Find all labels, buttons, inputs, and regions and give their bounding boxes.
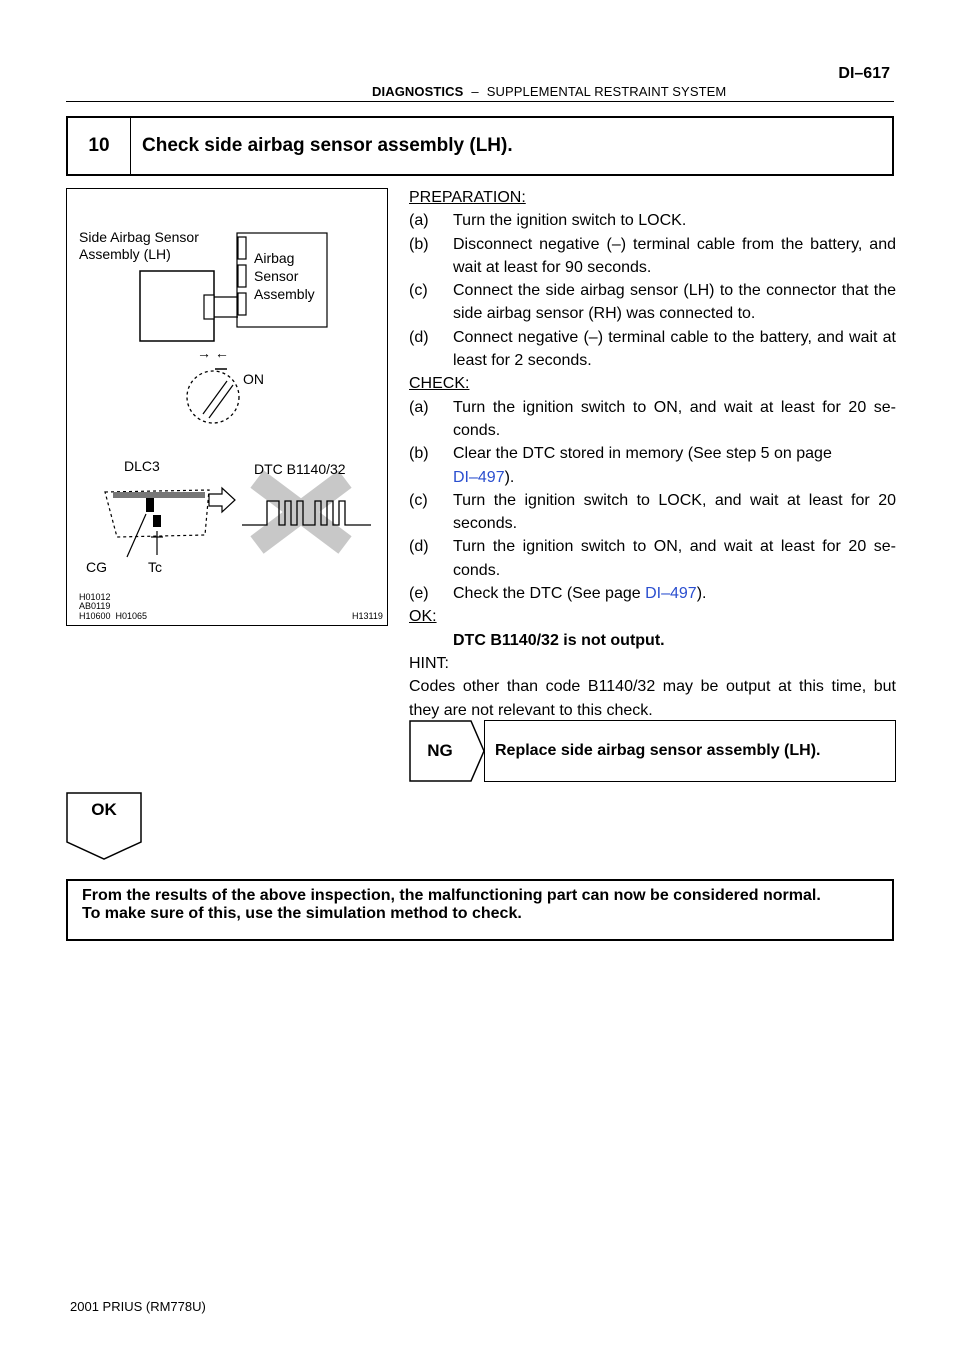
dlc3-arrow: [208, 486, 236, 514]
check-item-b: (b) Clear the DTC stored in memory (See s…: [409, 442, 896, 489]
section-header: DIAGNOSTICS–SUPPLEMENTAL RESTRAINT SYSTE…: [372, 84, 726, 99]
side-sensor-connector: [203, 294, 215, 320]
check-item-label: (a): [409, 398, 429, 416]
cg-leader: [126, 513, 147, 558]
airbag-connector-1: [237, 236, 247, 260]
prep-item-label: (a): [409, 212, 429, 230]
check-item-end: ).: [696, 585, 707, 603]
figure-code-3: H10600 H01065: [79, 611, 148, 621]
check-item-text: Check the DTC (See page: [453, 585, 646, 603]
airbag-sensor-box: [236, 232, 328, 328]
section-title: DIAGNOSTICS: [372, 84, 464, 99]
footer-model: 2001 PRIUS (RM778U): [70, 1299, 206, 1314]
check-item-label: (e): [409, 585, 429, 603]
check-item-d: (d) Turn the ignition switch to ON, and w…: [409, 535, 896, 582]
label-arrows: → ←: [197, 345, 229, 361]
page-number: DI–617: [838, 65, 890, 82]
check-item-end: ).: [504, 468, 515, 486]
header-dash: –: [471, 84, 479, 99]
page-link-di497[interactable]: DI–497: [453, 468, 505, 486]
hint-heading: HINT:: [409, 654, 449, 672]
hint-text: Codes other than code B1140/32 may be ou…: [409, 678, 896, 719]
side-sensor-box: [139, 270, 215, 342]
check-item-c: (c) Turn the ignition switch to LOCK, and…: [409, 489, 896, 536]
step-number: 10: [68, 118, 131, 174]
check-item-text: Turn the ignition switch to ON, and wait…: [453, 398, 896, 439]
check-item-text: Turn the ignition switch to ON, and wait…: [453, 538, 896, 579]
check-item-label: (b): [409, 445, 429, 463]
tc-terminal: [153, 515, 161, 527]
dlc3-top-bar: [113, 492, 205, 498]
final-note-box: From the results of the above inspection…: [66, 879, 894, 941]
check-item-a: (a) Turn the ignition switch to ON, and w…: [409, 396, 896, 443]
prep-item-label: (b): [409, 235, 429, 253]
check-item-text: Clear the DTC stored in memory (See step…: [453, 445, 832, 463]
ok-label: OK: [91, 800, 117, 819]
prep-item-c: (c) Connect the side airbag sensor (LH) t…: [409, 279, 896, 326]
cg-terminal: [146, 498, 154, 512]
ng-row: NG Replace side airbag sensor assembly (…: [409, 720, 896, 782]
prep-item-text: Disconnect negative (–) terminal cable f…: [453, 235, 896, 276]
prep-item-text: Connect negative (–) terminal cable to t…: [453, 328, 896, 370]
dtc-waveform: [242, 500, 371, 526]
figure-code-1: H01012: [79, 592, 111, 602]
ok-flow-box: OK: [66, 792, 142, 860]
dlc3-outline: [104, 489, 210, 538]
step-title: Check side airbag sensor assembly (LH).: [142, 135, 513, 156]
figure-code-4: H13119: [352, 611, 383, 621]
ignition-key-line-1: [202, 380, 228, 415]
prep-item-b: (b) Disconnect negative (–) terminal cabl…: [409, 233, 896, 280]
figure-drawing: [104, 232, 371, 558]
ignition-key-line-2: [208, 384, 234, 419]
label-side-sensor-2: Assembly (LH): [79, 246, 171, 262]
check-heading: CHECK:: [409, 375, 470, 393]
prep-item-label: (c): [409, 282, 428, 300]
ng-result: Replace side airbag sensor assembly (LH)…: [484, 720, 896, 782]
label-tc: Tc: [148, 559, 162, 575]
label-dtc: DTC B1140/32: [254, 461, 346, 477]
check-item-e: (e) Check the DTC (See page DI–497).: [409, 582, 896, 605]
ok-heading: OK:: [409, 608, 437, 626]
label-airbag-2: Sensor: [254, 268, 299, 284]
prep-item-label: (d): [409, 328, 429, 346]
procedure-text: PREPARATION: (a) Turn the ignition switch…: [409, 186, 896, 722]
label-cg: CG: [86, 559, 107, 575]
ng-arrow-box: [409, 720, 485, 782]
final-line-2: To make sure of this, use the simulation…: [82, 905, 522, 922]
airbag-connector-3: [237, 292, 247, 316]
prep-item-d: (d) Connect negative (–) terminal cable t…: [409, 326, 896, 373]
preparation-heading: PREPARATION:: [409, 189, 526, 206]
check-item-text: Turn the ignition switch to LOCK, and wa…: [453, 491, 896, 533]
check-item-label: (d): [409, 538, 429, 556]
ng-label: NG: [427, 741, 453, 760]
final-line-1: From the results of the above inspection…: [82, 887, 821, 904]
step-header-box: 10 Check side airbag sensor assembly (LH…: [66, 116, 894, 176]
label-airbag-1: Airbag: [254, 250, 295, 266]
prep-item-text: Connect the side airbag sensor (LH) to t…: [453, 282, 896, 323]
label-airbag-3: Assembly: [254, 286, 315, 302]
label-on: ON: [243, 371, 264, 387]
ignition-circle: [186, 370, 240, 424]
airbag-connector-2: [237, 264, 247, 288]
ok-arrow-shape: [66, 792, 142, 860]
check-item-label: (c): [409, 491, 428, 509]
label-side-sensor-1: Side Airbag Sensor: [79, 229, 199, 245]
section-subtitle: SUPPLEMENTAL RESTRAINT SYSTEM: [486, 84, 727, 99]
header-rule: [66, 101, 894, 102]
label-dlc3: DLC3: [124, 458, 160, 474]
prep-item-a: (a) Turn the ignition switch to LOCK.: [409, 209, 896, 232]
figure-code-2: AB0119: [79, 601, 111, 611]
dtc-cross: [250, 470, 352, 554]
prep-item-text: Turn the ignition switch to LOCK.: [453, 212, 687, 230]
page-link-di497[interactable]: DI–497: [645, 585, 697, 603]
wiring-figure: Side Airbag Sensor Assembly (LH) Airbag …: [66, 188, 388, 626]
ok-result: DTC B1140/32 is not output.: [453, 631, 665, 649]
